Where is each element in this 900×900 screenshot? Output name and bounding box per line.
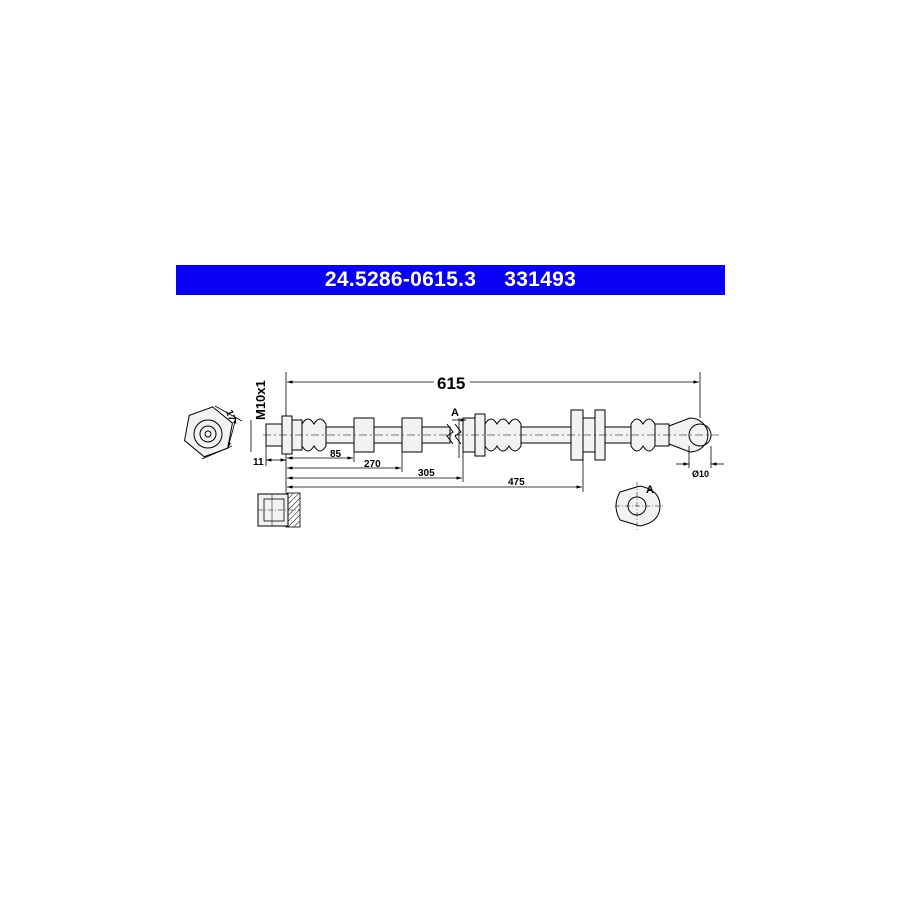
eye-diameter-label: Ø10 [692,469,709,479]
brake-hose [263,409,720,461]
dim-305-label: 305 [418,468,435,479]
section-label: A [451,407,459,419]
title-bar: 24.5286-0615.3 331493 [176,265,725,295]
hex-size-label: 17 [223,409,237,424]
detail-view-a: A [615,482,664,532]
detail-label: A [646,484,654,496]
end-length-label: 11 [253,457,264,468]
section-detail-view [257,492,301,528]
reference-number: 331493 [504,268,577,291]
total-length-label: 615 [437,374,465,393]
dim-85-label: 85 [330,449,342,460]
dim-475-label: 475 [508,477,525,488]
part-number: 24.5286-0615.3 [324,268,477,291]
thread-label: M10x1 [253,380,268,420]
hex-end-view: 17 [183,405,243,460]
dim-270-label: 270 [364,459,381,470]
